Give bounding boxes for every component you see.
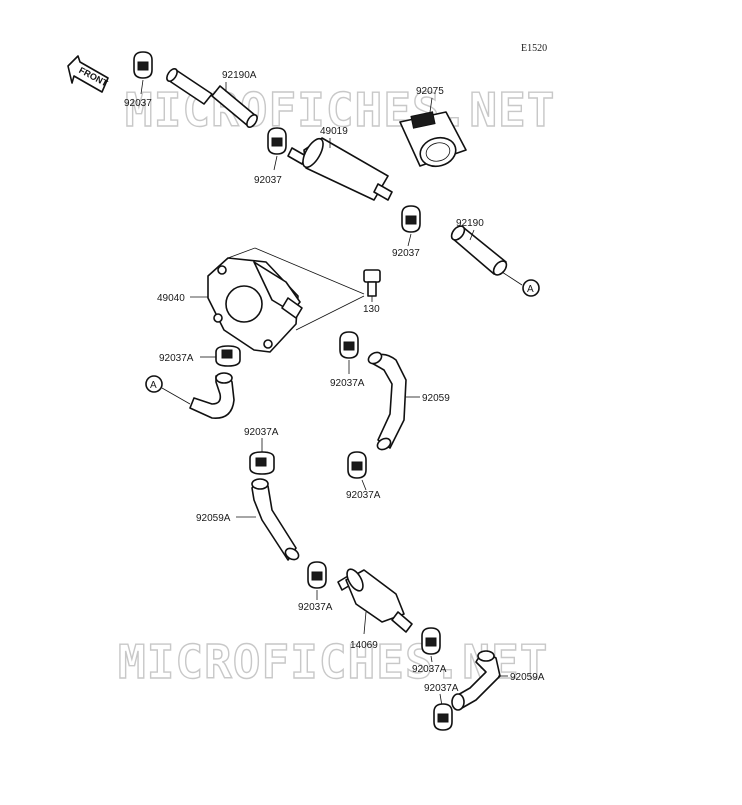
label-clip-filter-right: 92037A [412, 664, 447, 675]
clip-icon [401, 205, 421, 233]
label-fuel-filter: 49019 [320, 126, 348, 137]
fuel-pump-icon [207, 257, 303, 353]
label-clip-pump-bottom: 92037A [159, 353, 194, 364]
label-hose-bottom: 92059A [510, 672, 545, 683]
bolt-icon [363, 269, 381, 297]
hose-bend-icon [251, 478, 300, 561]
front-arrow-icon: FRONT [67, 55, 110, 93]
reference-marker-left-label: A [150, 380, 157, 391]
diagram-code: E1520 [521, 43, 547, 54]
label-fuel-pump: 49040 [157, 293, 185, 304]
clip-icon [421, 627, 441, 655]
clip-icon [133, 51, 153, 79]
label-hose-right: 92190 [456, 218, 484, 229]
label-clip-right: 92037 [392, 248, 420, 259]
clip-icon [307, 561, 327, 589]
label-clip-left-mid: 92037A [244, 427, 279, 438]
label-hose-bend-right: 92059 [422, 393, 450, 404]
clip-icon [267, 127, 287, 155]
label-clip-filter-left: 92037A [298, 602, 333, 613]
label-clip-top-left: 92037 [124, 98, 152, 109]
inline-filter-icon [337, 568, 413, 633]
reference-marker-left [145, 375, 163, 393]
fuel-filter-icon [287, 137, 393, 201]
reference-marker-right [522, 279, 540, 297]
reference-marker-right-label: A [527, 284, 534, 295]
hose-bend-icon [367, 351, 407, 451]
clamp-band-icon [399, 111, 467, 168]
hose-straight-icon [166, 67, 258, 129]
clip-icon [347, 451, 367, 479]
hose-bend-icon [451, 650, 501, 711]
clip-icon [433, 703, 453, 731]
label-filter-small: 14069 [350, 640, 378, 651]
hose-straight-icon [450, 225, 508, 276]
label-bolt: 130 [363, 304, 380, 315]
label-hose-top: 92190A [222, 70, 257, 81]
clip-icon [249, 451, 275, 475]
label-clip-bottom: 92037A [424, 683, 459, 694]
label-clamp-large: 92075 [416, 86, 444, 97]
hose-elbow-icon [189, 372, 235, 419]
label-clip-hose-bottom: 92037A [346, 490, 381, 501]
label-clip-hose-top: 92037A [330, 378, 365, 389]
label-hose-left: 92059A [196, 513, 231, 524]
clip-icon [339, 331, 359, 359]
label-clip-mid-top: 92037 [254, 175, 282, 186]
clip-icon [215, 345, 241, 367]
